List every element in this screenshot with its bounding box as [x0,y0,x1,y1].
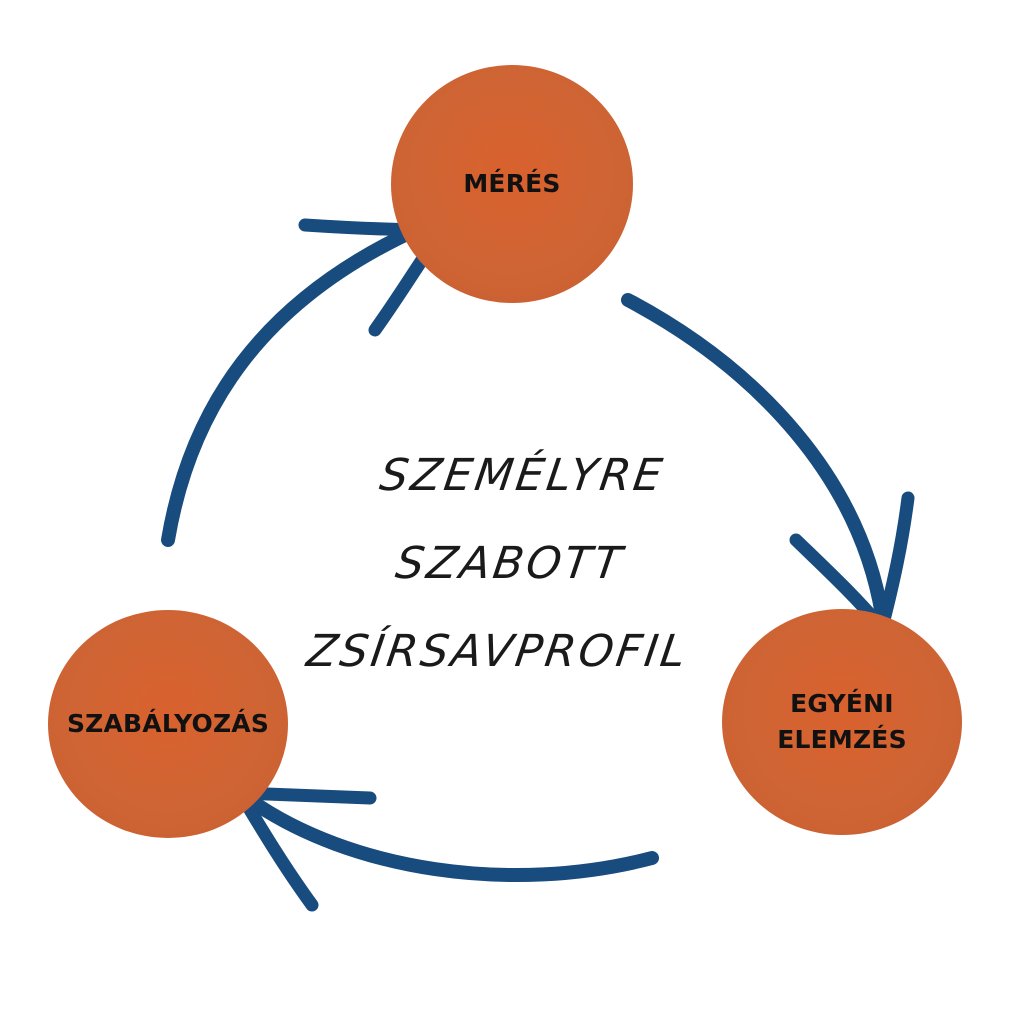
arrow-shaft [161,221,427,547]
node-egyeni-elemzes: EGYÉNI ELEMZÉS [722,609,962,835]
center-line-2: SZABOTT [392,538,628,589]
arrow-egyeni-to-szabalyozas [233,786,659,912]
center-line-3: ZSÍRSAVPROFIL [303,626,692,677]
center-title: SZEMÉLYRE SZABOTT ZSÍRSAVPROFIL [271,432,748,696]
arrow-shaft [621,293,889,622]
node-meres: MÉRÉS [391,65,633,303]
node-meres-label: MÉRÉS [463,169,561,198]
arrow-shaft [243,793,659,882]
node-szabalyozas: SZABÁLYOZÁS [48,610,288,838]
node-szabalyozas-label: SZABÁLYOZÁS [66,709,270,738]
node-egyeni-elemzes-label: EGYÉNI ELEMZÉS [777,689,907,754]
center-line-1: SZEMÉLYRE [376,450,669,501]
